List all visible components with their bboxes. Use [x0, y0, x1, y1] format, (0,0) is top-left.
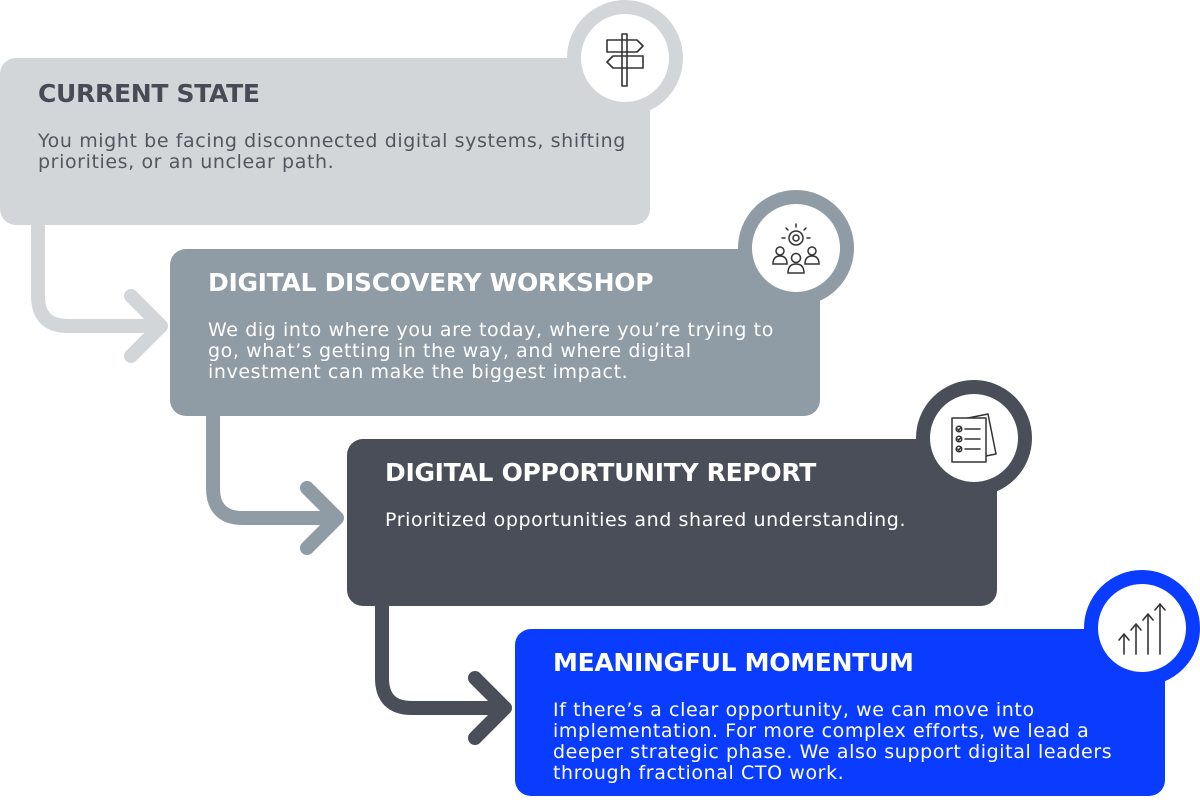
- connector-arrow-1: [31, 218, 165, 333]
- step-card-current-state: CURRENT STATE You might be facing discon…: [0, 58, 650, 225]
- arrowhead-3: [468, 671, 512, 745]
- badge-meaningful-momentum: [1084, 570, 1200, 686]
- connector-arrow-3: [375, 599, 509, 715]
- step-description: Prioritized opportunities and shared und…: [385, 508, 907, 531]
- arrowhead-1: [124, 289, 168, 363]
- signpost-icon: [606, 33, 644, 87]
- arrowhead-2: [300, 481, 344, 555]
- step-description: You might be facing disconnected digital…: [38, 129, 626, 173]
- checklist-report-icon: [951, 413, 997, 463]
- connector-arrow-2: [206, 409, 341, 525]
- step-title: CURRENT STATE: [38, 79, 260, 108]
- step-title: MEANINGFUL MOMENTUM: [553, 648, 914, 677]
- step-card-meaningful-momentum: MEANINGFUL MOMENTUM If there’s a clear o…: [515, 629, 1165, 796]
- growth-arrows-icon: [1118, 603, 1166, 655]
- step-title: DIGITAL DISCOVERY WORKSHOP: [208, 268, 654, 297]
- badge-discovery-workshop: [738, 190, 854, 306]
- badge-opportunity-report: [916, 380, 1032, 496]
- step-card-discovery-workshop: DIGITAL DISCOVERY WORKSHOP We dig into w…: [170, 249, 820, 416]
- step-title: DIGITAL OPPORTUNITY REPORT: [385, 458, 816, 487]
- badge-current-state: [567, 0, 683, 116]
- step-description: If there’s a clear opportunity, we can m…: [553, 698, 1113, 784]
- step-card-opportunity-report: DIGITAL OPPORTUNITY REPORT Prioritized o…: [347, 439, 997, 606]
- step-description: We dig into where you are today, where y…: [208, 318, 774, 383]
- team-idea-icon: [772, 223, 820, 274]
